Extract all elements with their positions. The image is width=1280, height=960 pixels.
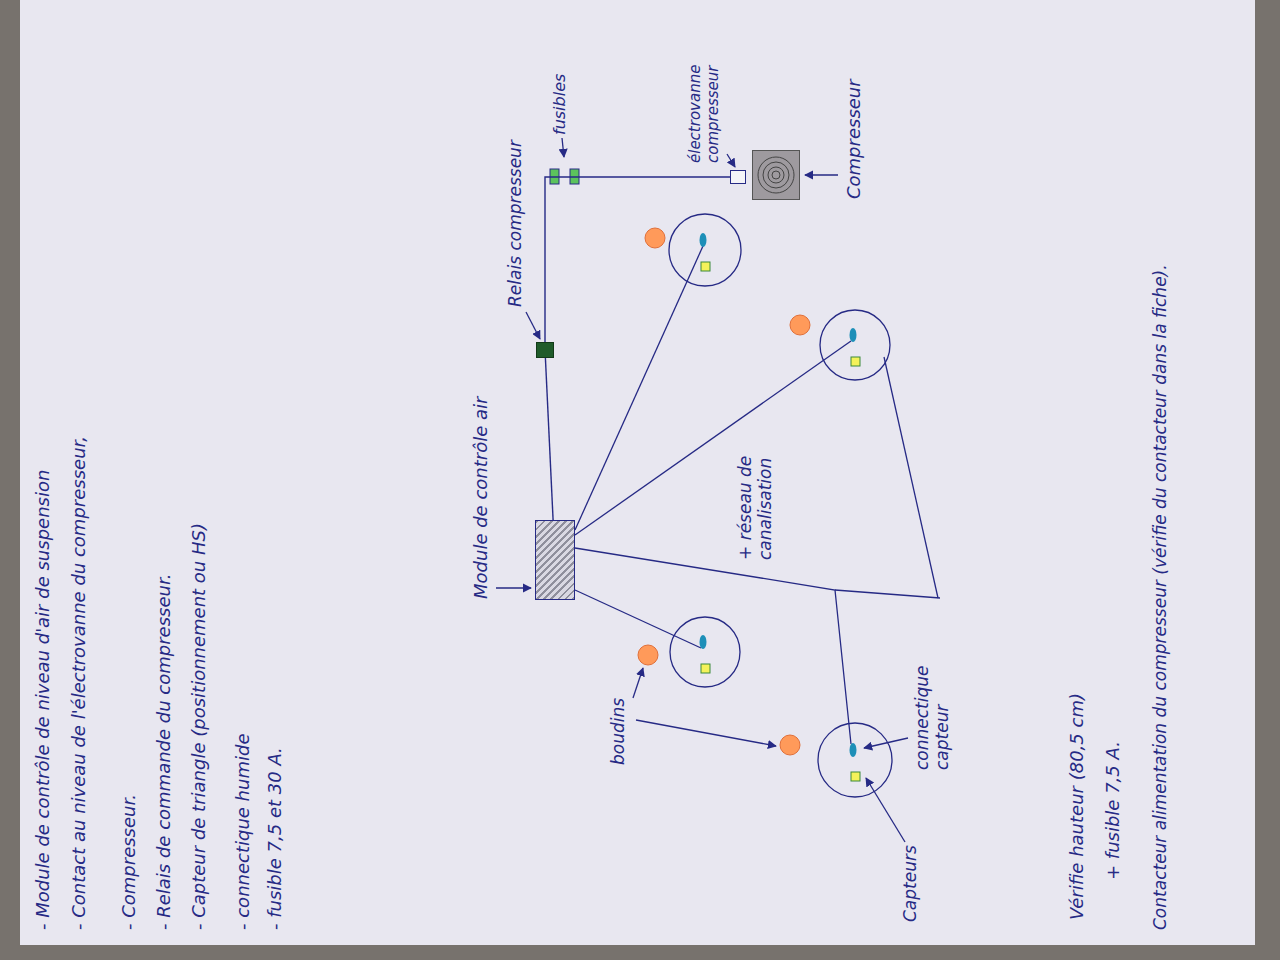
compressor-spiral: [758, 157, 794, 193]
handwritten-note: - connectique humide: [232, 734, 254, 930]
handwritten-note: Vérifie hauteur (80,5 cm): [1066, 693, 1088, 920]
leader-arrow: [727, 154, 735, 167]
leader-arrows: [496, 138, 908, 842]
sensor-circle: [820, 310, 890, 380]
handwritten-note: Contacteur alimentation du compresseur (…: [1150, 264, 1170, 930]
leader-arrow: [805, 174, 838, 175]
spiral-ring: [763, 162, 789, 188]
handwritten-note: boudins: [608, 698, 628, 765]
paper-sheet: [20, 0, 1255, 945]
sensor-squares: [701, 262, 860, 781]
sensor-square: [851, 357, 860, 366]
handwritten-note: - Compresseur.: [118, 794, 140, 930]
handwritten-note: connectique capteur: [912, 635, 953, 770]
sensor-square: [701, 664, 710, 673]
leader-arrow: [562, 138, 564, 157]
sensor-circles: [669, 214, 892, 797]
node-label: Module de contrôle air: [470, 397, 492, 599]
connector-drop: [850, 743, 857, 757]
sensor-circle: [670, 617, 740, 687]
handwritten-note: + réseau de canalisation: [735, 410, 776, 560]
control-module: Module de contrôle air: [535, 520, 575, 600]
connector-line: [545, 177, 730, 342]
spiral-ring: [768, 167, 784, 183]
handwritten-note: fusibles: [550, 74, 569, 135]
node-label: électrovanne compresseur: [686, 43, 722, 163]
connector-drops: [700, 233, 857, 757]
compressor-symbol: [752, 150, 800, 200]
wire: [575, 590, 701, 648]
sensor-circle: [818, 723, 892, 797]
handwritten-note: - Contact au niveau de l'électrovanne du…: [68, 436, 90, 930]
wire: [575, 246, 703, 530]
sensor-square: [701, 262, 710, 271]
compressor-box: Compresseur: [752, 150, 800, 200]
bump-stops: [638, 228, 810, 755]
bump-stop: [790, 315, 810, 335]
leader-arrow: [866, 778, 905, 842]
leader-arrow: [864, 738, 908, 748]
solenoid-valve: électrovanne compresseur: [730, 170, 746, 184]
sensor-square: [851, 772, 860, 781]
relay-block: Relais compresseur: [536, 342, 554, 358]
connector-drop: [850, 328, 857, 342]
connector-drop: [700, 635, 707, 649]
handwritten-note: Capteurs: [900, 845, 920, 922]
sensor-wires: [575, 246, 940, 744]
wire: [884, 357, 938, 598]
handwritten-note: - Capteur de triangle (positionnement ou…: [188, 523, 210, 930]
handwritten-note: - Module de contrôle de niveau d'air de …: [32, 470, 54, 930]
node-label: Compresseur: [843, 79, 865, 199]
leader-arrow: [633, 668, 643, 698]
bump-stop: [645, 228, 665, 248]
handwritten-note: - Relais de commande du compresseur.: [153, 574, 175, 930]
leader-arrow: [636, 720, 776, 746]
sensor-circle: [669, 214, 741, 286]
wire: [575, 341, 851, 535]
connector-drop: [700, 233, 707, 247]
compressor-body: [752, 150, 800, 200]
bump-stop: [780, 735, 800, 755]
bump-stop: [638, 645, 658, 665]
connector-line: [545, 358, 553, 520]
handwritten-note: + fusible 7,5 A.: [1102, 741, 1124, 880]
wire: [835, 590, 940, 598]
spiral-ring: [772, 171, 780, 179]
handwritten-note: - fusible 7,5 et 30 A.: [264, 747, 286, 930]
node-label: Relais compresseur: [505, 140, 525, 307]
leader-arrow: [526, 312, 540, 339]
leader-arrow: [496, 587, 531, 588]
spiral-ring: [758, 157, 794, 193]
